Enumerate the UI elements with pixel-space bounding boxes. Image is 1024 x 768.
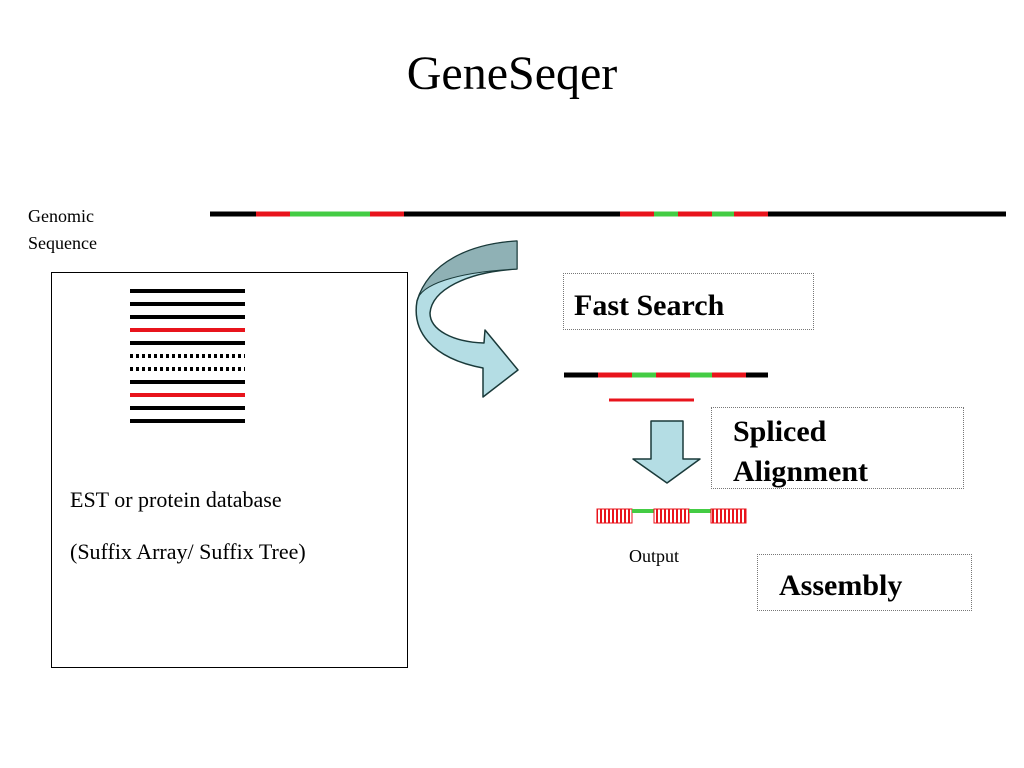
assembly-step: Assembly xyxy=(757,554,972,611)
assembly-label: Assembly xyxy=(779,569,903,602)
search-hit-fragment xyxy=(564,372,768,402)
output-exon-block xyxy=(710,508,747,524)
down-arrow-icon xyxy=(632,420,701,484)
fast-search-step: Fast Search xyxy=(563,273,814,330)
output-exon-block xyxy=(596,508,633,524)
output-label: Output xyxy=(629,546,680,566)
genomic-sequence-label: Genomic Sequence xyxy=(28,203,97,257)
fast-search-label: Fast Search xyxy=(574,289,725,322)
page-title: GeneSeqer xyxy=(406,47,618,100)
database-sequences xyxy=(130,289,245,423)
output-alignment xyxy=(596,508,747,524)
database-box xyxy=(51,272,408,668)
output-exon-block xyxy=(653,508,690,524)
database-label: EST or protein database xyxy=(70,487,282,512)
genomic-label-line1: Genomic xyxy=(28,206,94,226)
genomic-label-line2: Sequence xyxy=(28,233,97,253)
spliced-alignment-line1: Spliced xyxy=(733,415,827,448)
database-index-label: (Suffix Array/ Suffix Tree) xyxy=(70,539,306,564)
spliced-alignment-line2: Alignment xyxy=(733,455,868,488)
spliced-alignment-step: Spliced Alignment xyxy=(711,407,964,489)
curved-arrow-shade xyxy=(416,240,518,302)
